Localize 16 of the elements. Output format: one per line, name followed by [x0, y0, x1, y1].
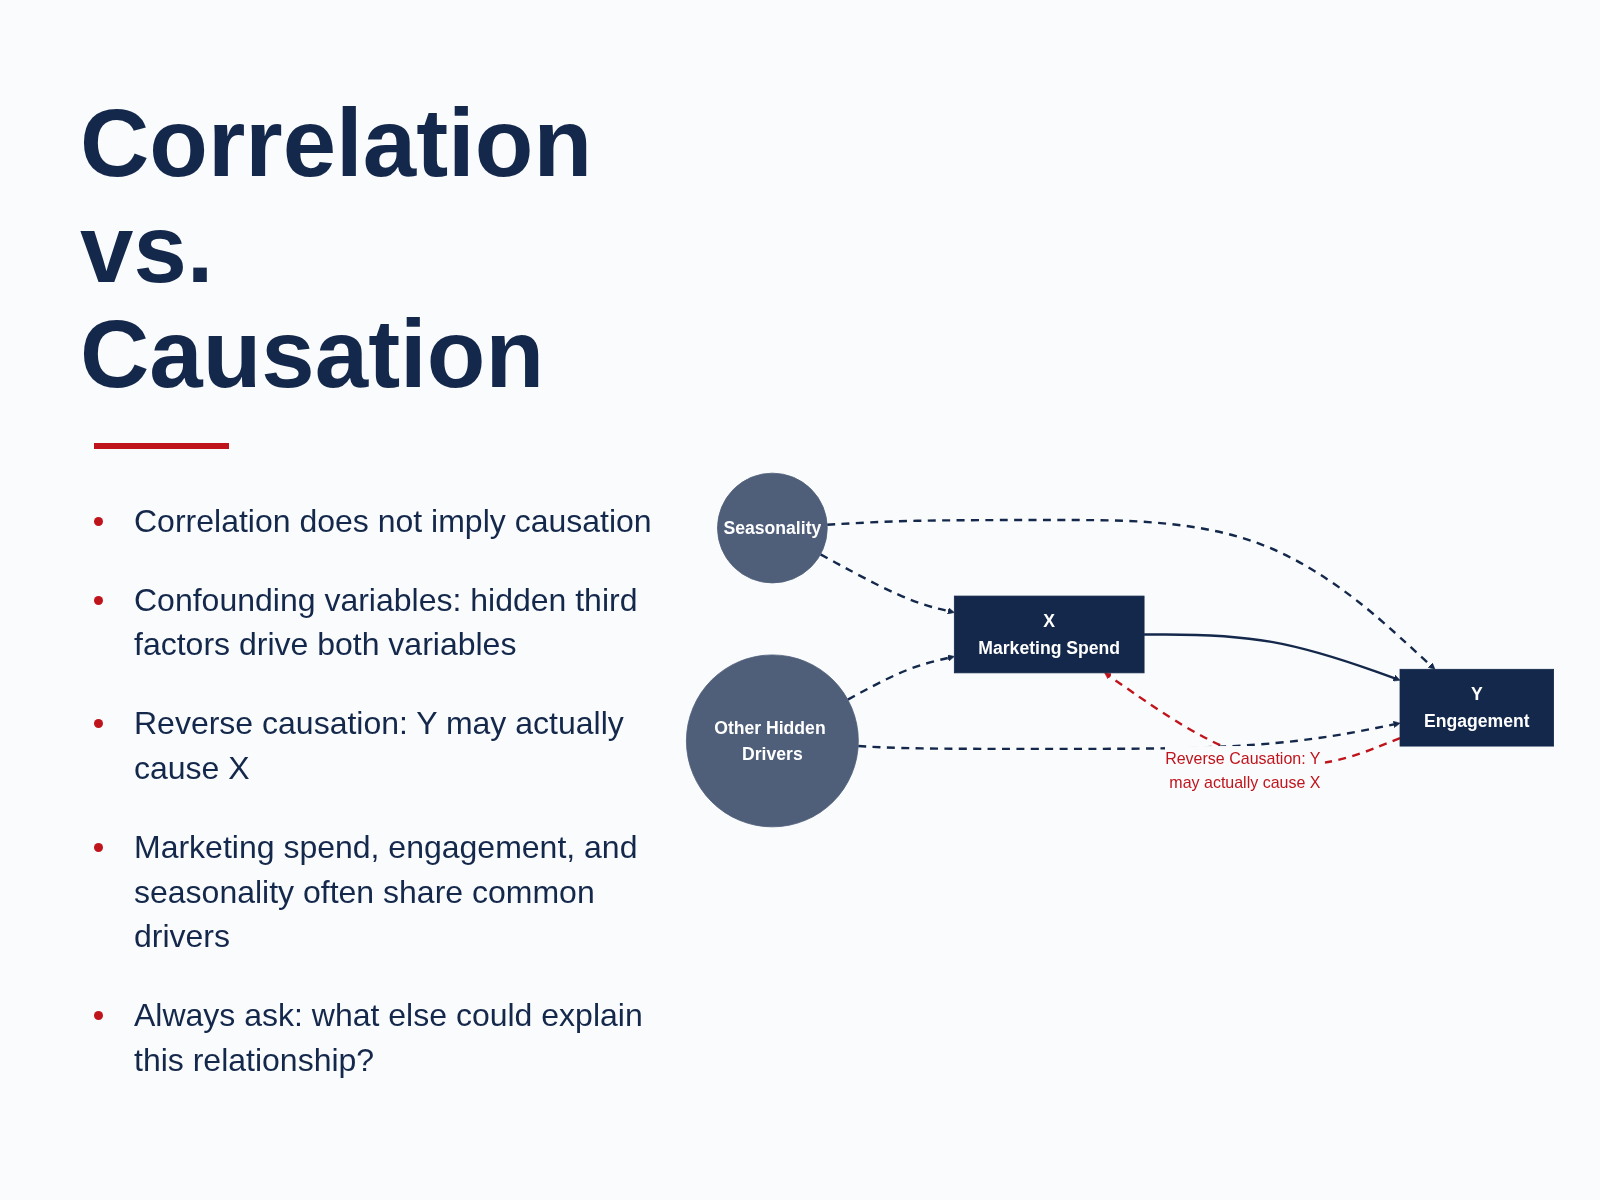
arrow [827, 518, 1436, 670]
arrow [819, 553, 955, 615]
bullet-text: Marketing spend, engagement, and seasonality often share common drivers [94, 824, 680, 960]
bullet-text: Reverse causation: Y may actually cause X [94, 701, 680, 791]
title: Correlation vs. Causation [80, 90, 594, 407]
bullet-text: Correlation does not imply causation [94, 498, 680, 544]
node-circle: Seasonality [717, 472, 828, 584]
node-circle: Other Hidden Drivers [686, 654, 859, 828]
node-box: Y Engagement [1399, 668, 1554, 747]
node-box: X Marketing Spend [953, 595, 1145, 674]
arrow [858, 720, 1401, 751]
bullet-text: Confounding variables: hidden third factors drive both variables [94, 577, 680, 668]
arrow [1144, 633, 1401, 682]
bullet-text: Always ask: what else could explain this relationship? [94, 993, 680, 1083]
edge-label: Reverse Causation: Y may actually cause X [1165, 749, 1321, 791]
arrow [847, 654, 955, 701]
